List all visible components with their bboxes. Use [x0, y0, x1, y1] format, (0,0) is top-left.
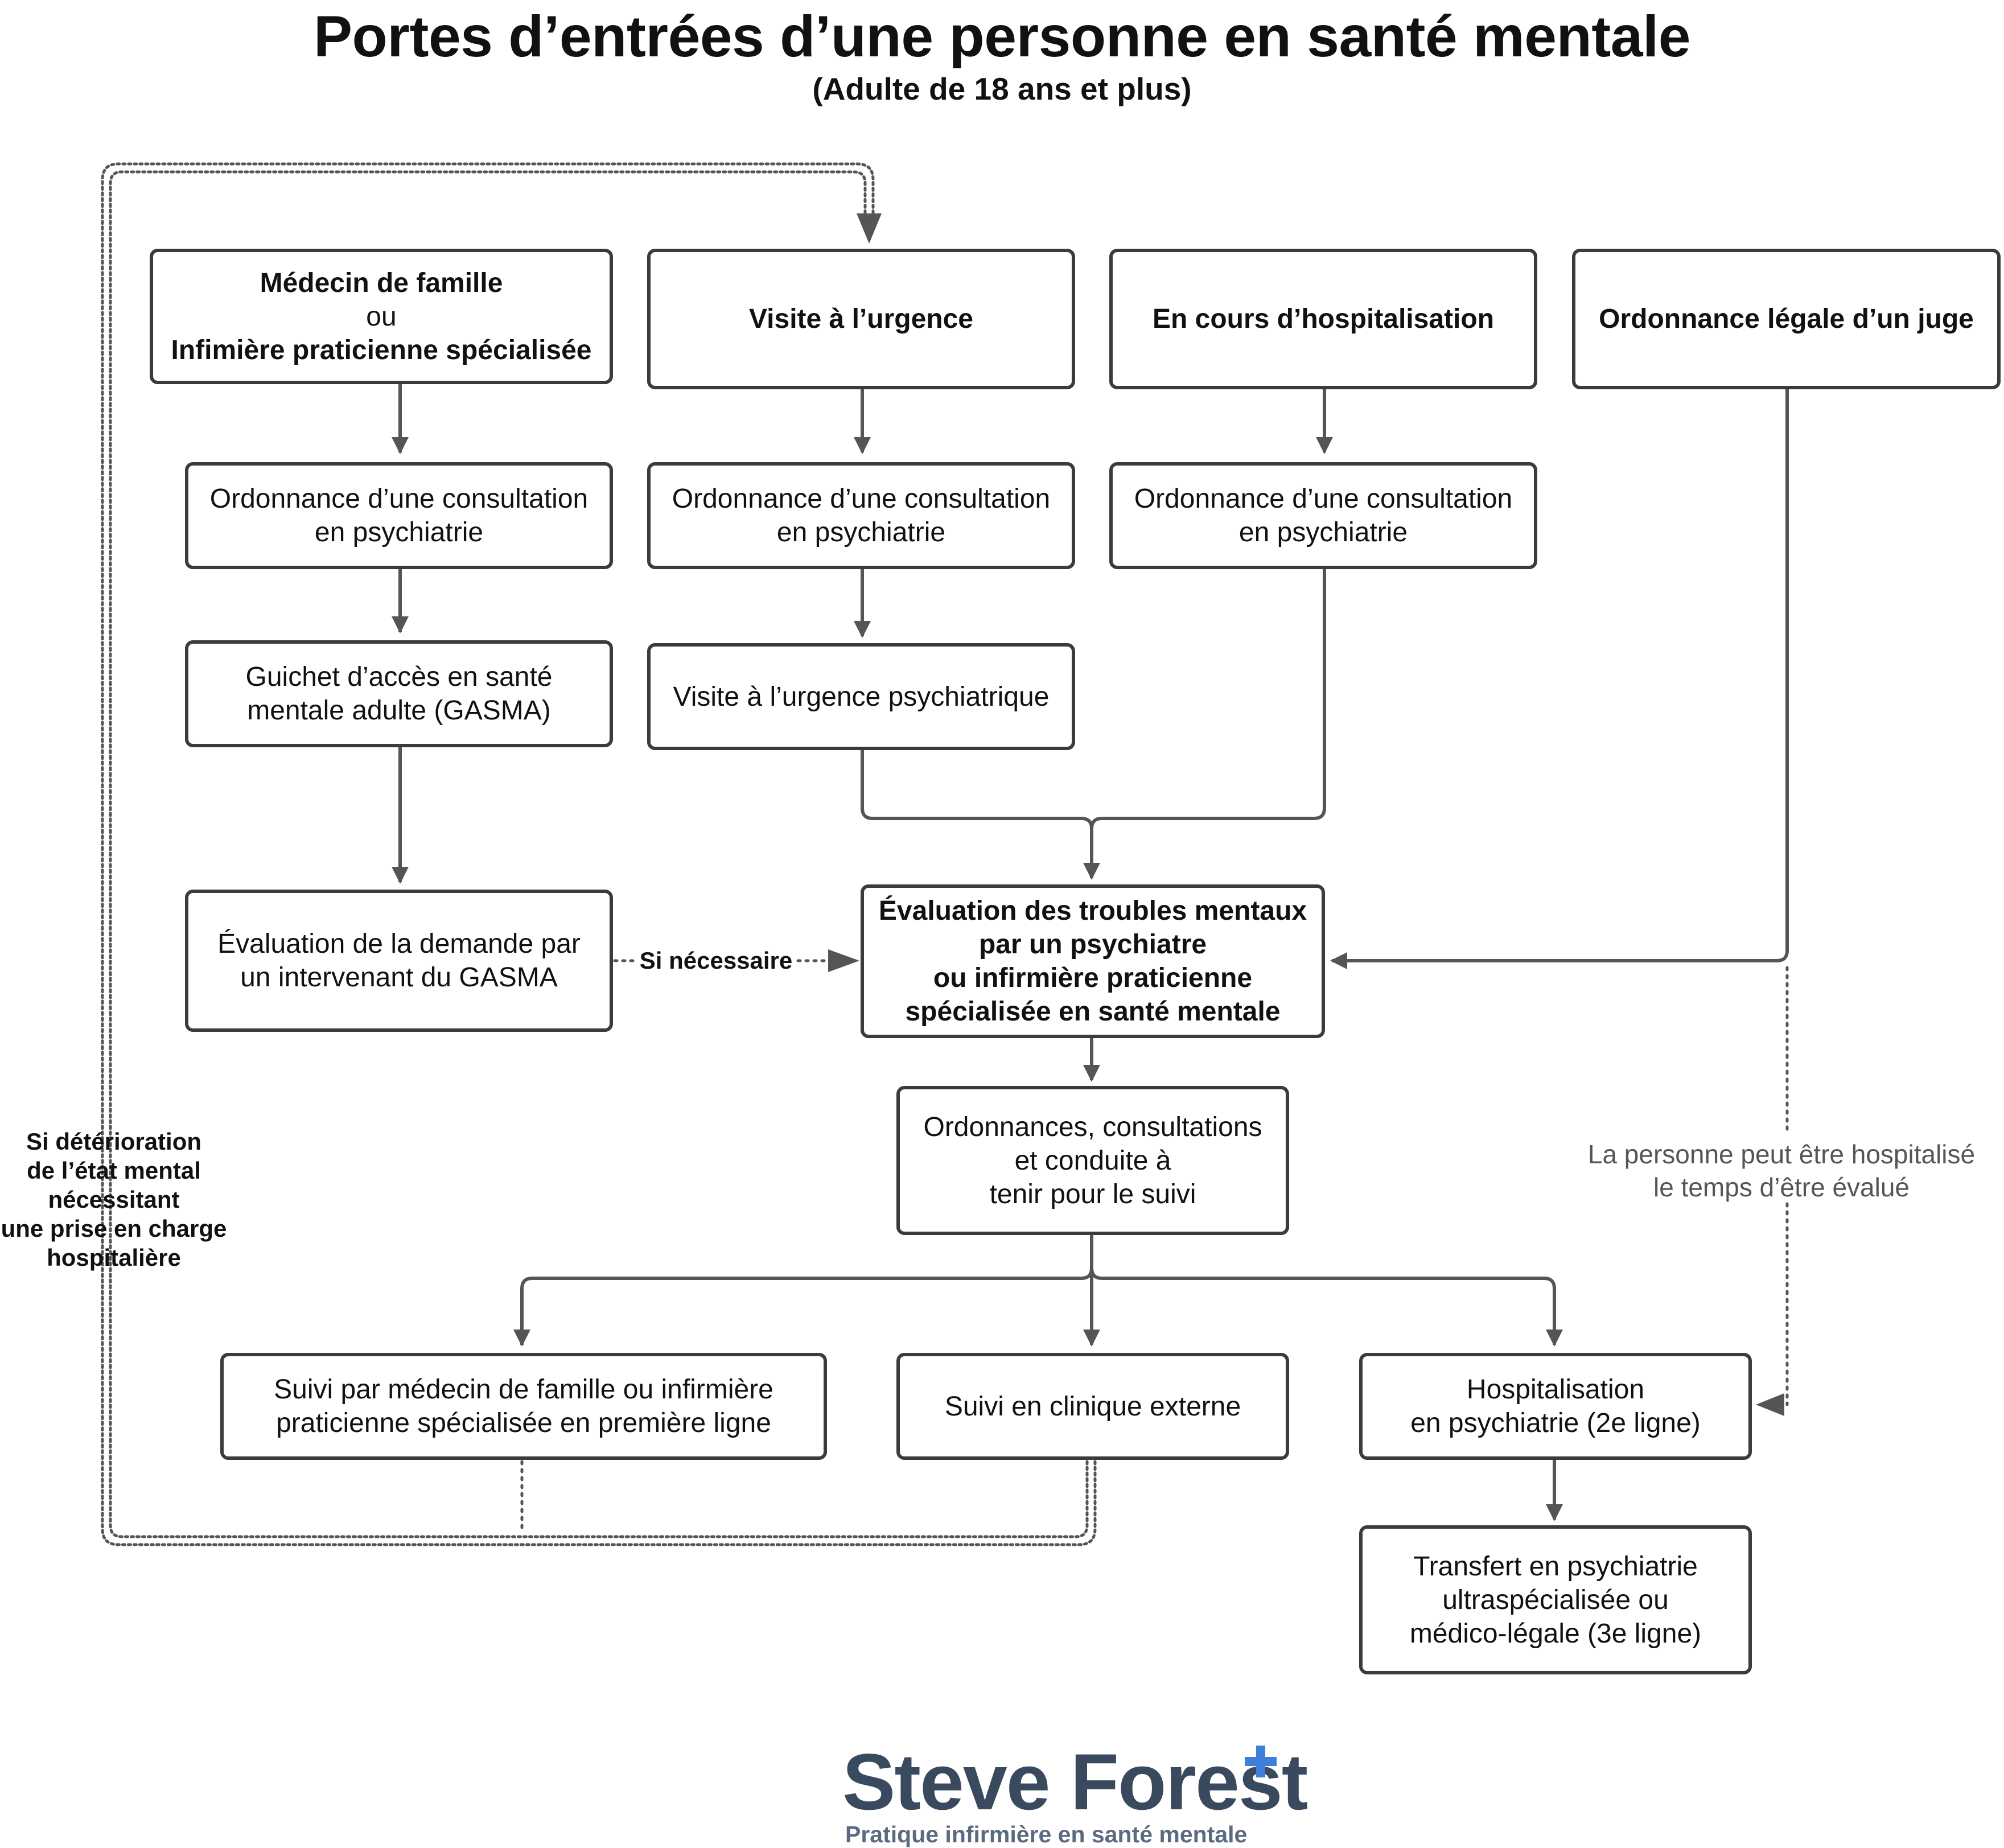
node-text: tenir pour le suivi: [989, 1179, 1196, 1209]
node-text: Visite à l’urgence: [749, 304, 973, 334]
node-text: ou infirmière praticienne: [933, 963, 1253, 993]
medical-cross-icon: [1245, 1746, 1277, 1777]
logo-tagline: Pratique infirmière en santé mentale: [845, 1821, 1248, 1847]
diagram-subtitle: (Adulte de 18 ans et plus): [812, 71, 1192, 106]
connector-ordonnance3-merge: [1090, 569, 1326, 829]
node-text: Visite à l’urgence psychiatrique: [673, 681, 1050, 712]
node-text: Transfert en psychiatrie: [1413, 1551, 1698, 1582]
node-text: Suivi par médecin de famille ou infirmiè…: [274, 1374, 773, 1405]
node-text: mentale adulte (GASMA): [247, 695, 551, 726]
label-line: La personne peut être hospitalisé: [1587, 1139, 1976, 1169]
connector-urgence-psy-merge: [861, 750, 1100, 880]
logo-name: Steve Forest: [842, 1737, 1308, 1826]
node-urgence-psychiatrique: Visite à l’urgence psychiatrique: [647, 643, 1075, 750]
node-text: Médecin de famille: [260, 267, 503, 298]
node-visite-urgence: Visite à l’urgence: [647, 249, 1075, 389]
node-text: en psychiatrie: [314, 517, 484, 548]
node-text: et conduite à: [1014, 1145, 1171, 1176]
label-deterioration: Si détérioration de l’état mental nécess…: [0, 1127, 228, 1272]
node-en-cours-hospitalisation: En cours d’hospitalisation: [1109, 249, 1537, 389]
diagram-title: Portes d’entrées d’une personne en santé…: [313, 4, 1691, 69]
node-text: spécialisée en santé mentale: [905, 997, 1281, 1027]
dotted-loop-inner: [101, 162, 1097, 1546]
node-text: En cours d’hospitalisation: [1152, 304, 1495, 334]
label-line: hospitalière: [47, 1244, 181, 1271]
arrowhead-si-necessaire: [828, 949, 859, 972]
node-ordonnance-consultation-2: Ordonnance d’une consultation en psychia…: [647, 462, 1075, 569]
node-text: Ordonnance d’une consultation: [672, 484, 1051, 514]
node-evaluation-demande: Évaluation de la demande par un interven…: [185, 890, 613, 1032]
node-ordonnance-consultation-3: Ordonnance d’une consultation en psychia…: [1109, 462, 1537, 569]
node-text: Infimière praticienne spécialisée: [171, 335, 592, 365]
node-evaluation-troubles: Évaluation des troubles mentaux par un p…: [861, 884, 1325, 1038]
node-text: Suivi en clinique externe: [944, 1391, 1241, 1422]
label-hospitalise: La personne peut être hospitalisé le tem…: [1559, 1138, 2003, 1204]
connector-branch-left: [513, 1235, 1093, 1347]
node-text: ou: [366, 301, 397, 332]
node-text: Ordonnance d’une consultation: [209, 484, 589, 514]
connector-juge-to-evaluation: [1330, 389, 1789, 969]
node-suivi-medecin: Suivi par médecin de famille ou infirmiè…: [220, 1353, 827, 1460]
arrowhead-hospitalisation: [1756, 1393, 1784, 1416]
node-text: Évaluation de la demande par: [217, 929, 581, 959]
label-line: le temps d’être évalué: [1653, 1172, 1910, 1202]
node-text: en psychiatrie: [1238, 517, 1408, 548]
logo: Steve Forest Pratique infirmière en sant…: [825, 1736, 1308, 1847]
node-text: Évaluation des troubles mentaux: [878, 896, 1307, 926]
node-text: en psychiatrie (2e ligne): [1410, 1408, 1701, 1438]
node-text: Ordonnance légale d’un juge: [1599, 304, 1974, 334]
label-line: nécessitant: [48, 1186, 180, 1213]
node-text: Guichet d’accès en santé: [245, 662, 553, 692]
node-text: Hospitalisation: [1466, 1374, 1645, 1405]
label-si-necessaire: Si nécessaire: [639, 947, 793, 974]
node-text: ultraspécialisée ou: [1442, 1584, 1669, 1615]
node-text: médico-légale (3e ligne): [1409, 1618, 1702, 1649]
connector-branch-right: [1090, 1267, 1563, 1347]
node-text: un intervenant du GASMA: [240, 962, 558, 993]
node-ordonnance-juge: Ordonnance légale d’un juge: [1572, 249, 2001, 389]
node-transfert: Transfert en psychiatrie ultraspécialisé…: [1359, 1525, 1752, 1674]
arrowhead-deterioration: [857, 213, 882, 244]
node-ordonnances-suivi: Ordonnances, consultations et conduite à…: [896, 1086, 1289, 1235]
node-medecin-famille: Médecin de famille ou Infimière praticie…: [150, 249, 613, 384]
node-text: par un psychiatre: [978, 929, 1207, 960]
node-text: praticienne spécialisée en première lign…: [276, 1408, 771, 1438]
node-text: Ordonnance d’une consultation: [1134, 484, 1513, 514]
node-text: Ordonnances, consultations: [923, 1112, 1262, 1142]
node-gasma: Guichet d’accès en santé mentale adulte …: [185, 640, 613, 747]
label-line: de l’état mental: [27, 1157, 201, 1184]
dotted-loop-outer: [109, 170, 1089, 1538]
label-line: Si détérioration: [26, 1128, 202, 1155]
node-hospitalisation-psychiatrie: Hospitalisation en psychiatrie (2e ligne…: [1359, 1353, 1752, 1460]
label-line: une prise en charge: [1, 1215, 227, 1242]
node-text: en psychiatrie: [776, 517, 946, 548]
node-ordonnance-consultation-1: Ordonnance d’une consultation en psychia…: [185, 462, 613, 569]
node-suivi-clinique-externe: Suivi en clinique externe: [896, 1353, 1289, 1460]
